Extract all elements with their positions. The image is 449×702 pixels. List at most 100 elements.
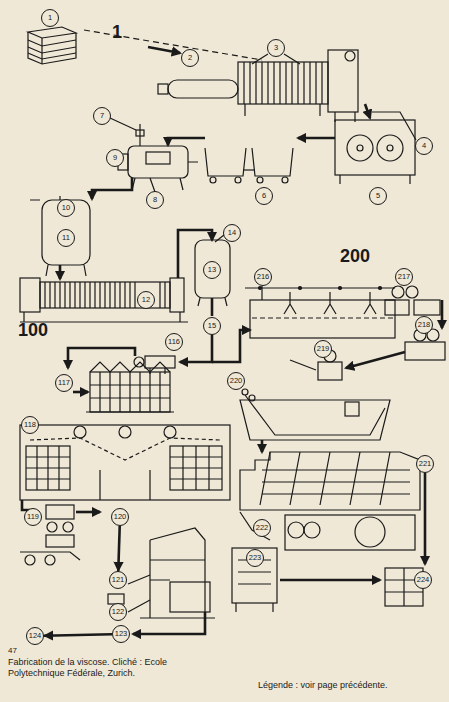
callout-number: 222: [256, 524, 269, 532]
cellulose-bale: [41, 38, 42, 64]
steeping-press: [345, 51, 355, 61]
callout-circle: 9: [106, 149, 124, 167]
washing-machine: [20, 425, 230, 510]
stretching-rollers: [441, 300, 444, 328]
trolleys: [210, 177, 216, 183]
staple-spinning-bath: [245, 287, 395, 288]
twisting-machine: [20, 505, 100, 565]
steeping-press: [168, 80, 238, 98]
callout-number: 217: [398, 273, 411, 281]
callout-number: 124: [29, 632, 42, 640]
callout-circle: 116: [165, 333, 183, 351]
staple-spinning-bath: [250, 300, 395, 338]
callout-number: 119: [27, 513, 39, 521]
callout-number: 1: [48, 14, 52, 22]
callout-circle: 224: [414, 571, 432, 589]
callout-number: 9: [113, 154, 117, 162]
callout-circle: 15: [203, 317, 221, 335]
callout-number: 4: [422, 142, 426, 150]
trolleys: [205, 148, 246, 176]
callout-circle: 118: [21, 416, 39, 434]
baling-press: [236, 603, 273, 612]
maturing-tank: [180, 335, 212, 362]
callout-circle: 220: [227, 372, 245, 390]
callout-number: 224: [417, 576, 430, 584]
cellulose-bale: [28, 40, 76, 59]
dissolver-tank: [46, 265, 86, 276]
filter-press: [170, 278, 184, 312]
staple-spinning-bath: [261, 286, 262, 300]
callout-circle: 10: [57, 199, 75, 217]
callout-number: 12: [142, 296, 150, 304]
baling-press: [232, 548, 380, 612]
staple-spinning-bath: [259, 287, 262, 290]
section-number: 100: [18, 320, 48, 341]
callout-circle: 4: [415, 137, 433, 155]
cellulose-bale: [28, 32, 76, 64]
twisting-machine: [47, 522, 57, 532]
callout-number: 6: [262, 192, 266, 200]
xanthation-churn: [132, 162, 198, 190]
callout-circle: 5: [369, 187, 387, 205]
callout-number: 13: [208, 266, 216, 274]
dissolver-tank: [42, 200, 90, 265]
steeping-press: [244, 62, 322, 104]
washing-machine: [74, 426, 86, 438]
twisting-machine: [46, 535, 74, 547]
callout-circle: 123: [112, 625, 130, 643]
trolleys: [282, 177, 288, 183]
xanthation-churn: [139, 124, 140, 146]
shredder: [298, 137, 335, 140]
steeping-press: [245, 104, 355, 122]
washing-machine: [20, 425, 230, 500]
dissolver-tank: [59, 265, 62, 279]
callout-circle: 222: [253, 519, 271, 537]
conveyor-bath: [245, 395, 385, 435]
staple-spinning-bath: [284, 292, 376, 314]
shredder: [387, 145, 393, 151]
callout-number: 5: [376, 192, 380, 200]
twisting-machine: [20, 552, 80, 560]
figure-caption: Fabrication de la viscose. Cliché : Ecol…: [8, 657, 213, 679]
stretching-rollers: [385, 300, 409, 315]
washing-machine: [164, 426, 176, 438]
washing-machine: [170, 446, 222, 490]
washing-machine: [100, 470, 150, 500]
callout-circle: 117: [55, 374, 73, 392]
reeling-machine: [150, 560, 205, 580]
callout-circle: 122: [109, 603, 127, 621]
callout-number: 117: [58, 379, 70, 387]
opener: [240, 512, 270, 540]
opener: [285, 515, 415, 550]
shredder: [357, 145, 363, 151]
trolleys: [257, 177, 263, 183]
callout-number: 123: [115, 630, 128, 638]
callout-circle: 8: [146, 191, 164, 209]
conveyor-bath: [249, 395, 255, 401]
callout-circle: 221: [416, 455, 434, 473]
callout-number: 219: [317, 345, 330, 353]
callout-circle: 219: [314, 340, 332, 358]
cutter: [290, 360, 316, 370]
maturing-tank: [195, 240, 230, 298]
cellulose-bale: [28, 27, 76, 38]
stretching-rollers: [414, 300, 440, 315]
spinning-frame: [86, 411, 174, 412]
xanthation-churn: [110, 118, 136, 130]
reeling-machine: [170, 582, 210, 612]
dryer: [260, 452, 390, 505]
shredder: [335, 120, 415, 175]
staple-spinning-bath: [299, 287, 302, 290]
spinning-pump: [134, 357, 144, 367]
opener: [240, 512, 415, 550]
dissolver-tank: [30, 196, 90, 279]
flow-arrow: [44, 634, 112, 636]
callout-circle: 120: [111, 508, 129, 526]
callout-number: 116: [168, 338, 180, 346]
callout-number: 120: [114, 513, 127, 521]
baling-press: [280, 579, 380, 582]
stretching-rollers: [406, 286, 418, 298]
